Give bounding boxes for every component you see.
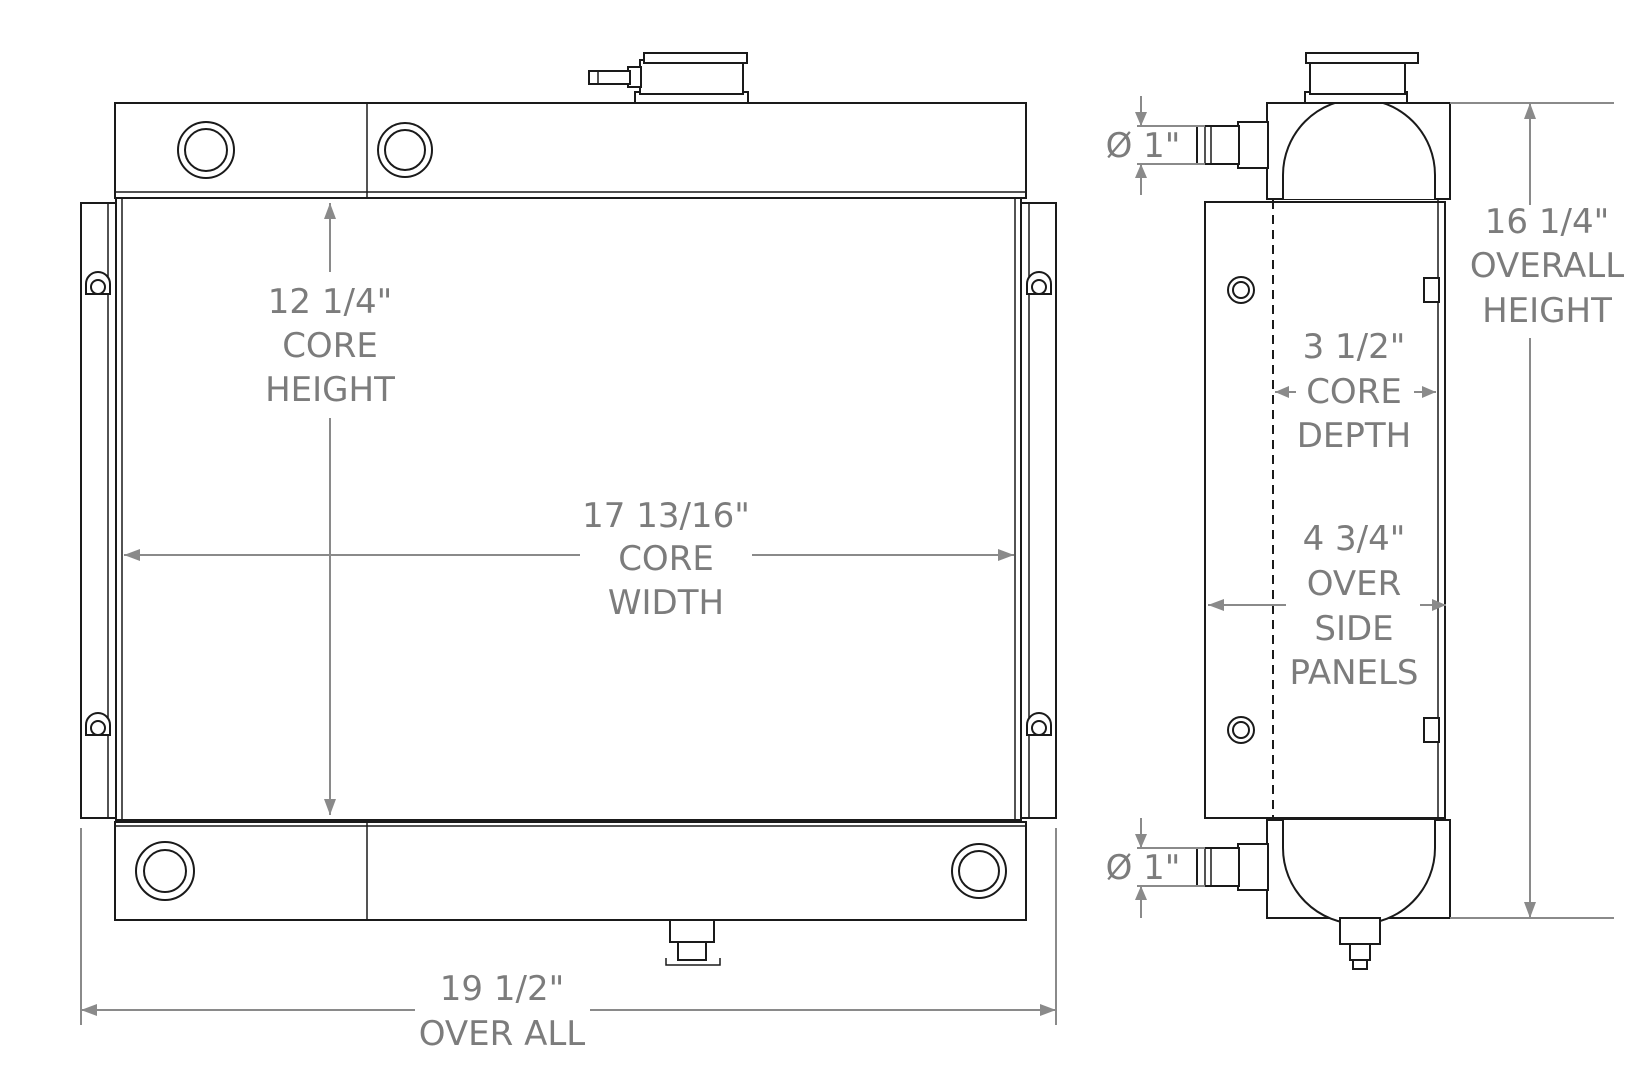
inlet-port: [1196, 121, 1269, 169]
core: [115, 197, 1022, 821]
overall-width-dimension: 19 1/2" OVER ALL: [80, 828, 1057, 1054]
inlet-diameter-label: Ø 1": [1106, 126, 1181, 166]
top-center-port: [377, 122, 433, 178]
side-view: Ø 1" Ø 1" 16 1/4" OVERALL HEIGHT: [1106, 52, 1624, 970]
core-depth-label-1: CORE: [1306, 372, 1402, 412]
mounting-tab-top-left: [85, 271, 111, 295]
overall-width-label: OVER ALL: [419, 1014, 586, 1054]
over-side-panels-value: 4 3/4": [1303, 519, 1406, 559]
core-width-dimension: 17 13/16" CORE WIDTH: [124, 496, 1014, 623]
core-height-dimension: 12 1/4" CORE HEIGHT: [265, 203, 395, 815]
bottom-tank: [114, 821, 1027, 921]
outlet-diameter-dimension: Ø 1": [1106, 818, 1205, 918]
inlet-diameter-dimension: Ø 1": [1106, 96, 1205, 195]
side-hole-bottom: [1227, 716, 1255, 744]
mounting-tab-bottom-right: [1026, 712, 1052, 736]
core-depth-label-2: DEPTH: [1297, 416, 1412, 456]
over-side-panels-label-3: PANELS: [1289, 653, 1418, 693]
mounting-tab-bottom-left: [85, 712, 111, 736]
outlet-port: [1196, 843, 1269, 891]
front-view: 12 1/4" CORE HEIGHT 17 13/16" CORE WIDTH…: [80, 52, 1057, 1054]
core-height-label-1: CORE: [282, 326, 378, 366]
core-width-label-1: CORE: [618, 539, 714, 579]
side-filler-cap: [1304, 52, 1419, 104]
over-side-panels-label-2: SIDE: [1314, 609, 1393, 649]
overall-width-value: 19 1/2": [440, 969, 564, 1009]
top-left-port: [177, 121, 235, 179]
side-panel: [1204, 201, 1446, 819]
core-depth-outline: [1272, 200, 1438, 819]
mounting-tab-top-right: [1026, 271, 1052, 295]
overall-height-label-2: HEIGHT: [1482, 291, 1612, 331]
core-depth-value: 3 1/2": [1303, 327, 1406, 367]
side-drain-plug: [1339, 917, 1381, 970]
overall-height-label-1: OVERALL: [1470, 246, 1624, 286]
core-width-value: 17 13/16": [582, 496, 750, 536]
core-depth-dimension: 3 1/2" CORE DEPTH: [1275, 327, 1436, 456]
bottom-left-port: [135, 841, 195, 901]
outlet-diameter-label: Ø 1": [1106, 848, 1181, 888]
over-side-panels-dimension: 4 3/4" OVER SIDE PANELS: [1208, 519, 1446, 693]
filler-cap: [588, 52, 749, 104]
side-hole-top: [1227, 276, 1255, 304]
overall-height-dimension: 16 1/4" OVERALL HEIGHT: [1450, 102, 1624, 919]
drain-plug: [665, 919, 721, 966]
overall-height-value: 16 1/4": [1485, 202, 1609, 242]
core-height-value: 12 1/4": [268, 282, 392, 322]
bottom-right-port: [951, 843, 1007, 899]
top-tank: [114, 102, 1027, 199]
over-side-panels-label-1: OVER: [1307, 564, 1402, 604]
core-height-label-2: HEIGHT: [265, 370, 395, 410]
core-width-label-2: WIDTH: [608, 583, 724, 623]
